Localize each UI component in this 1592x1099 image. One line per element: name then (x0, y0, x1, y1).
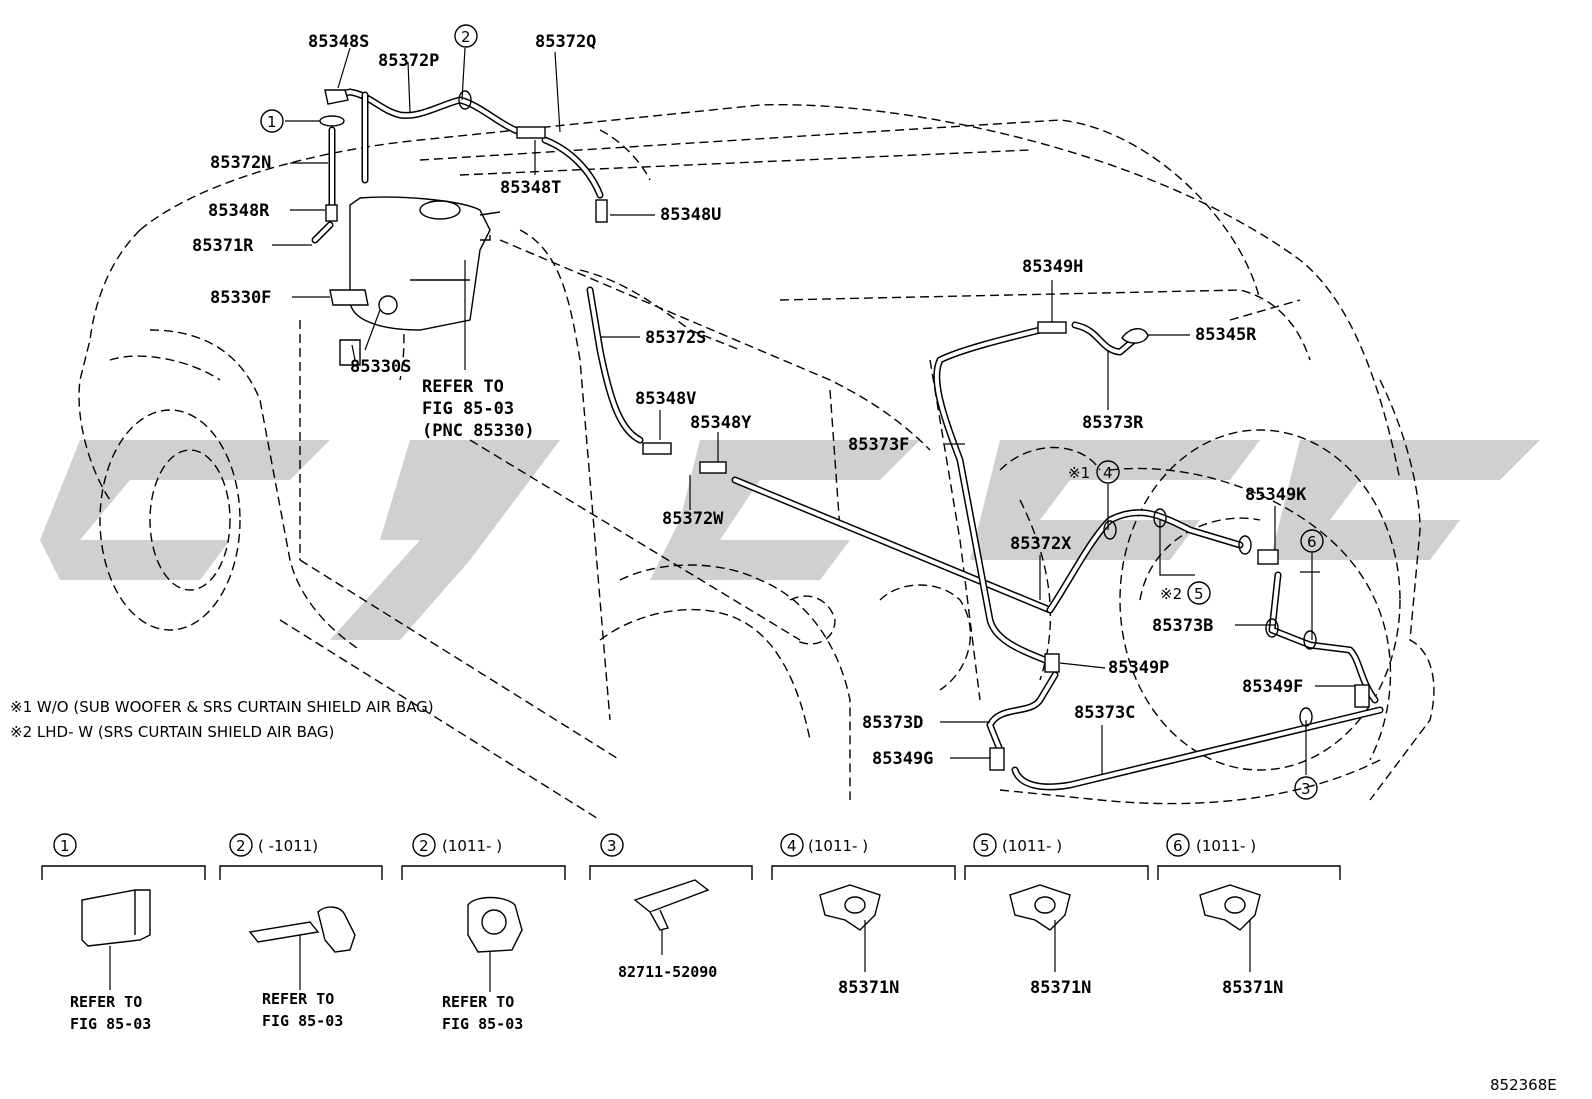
detail-box-5: 5 (1011- ) 85371N (964, 833, 1149, 998)
front-wheel (99, 409, 241, 631)
detail-2a-label-2: FIG 85-03 (262, 1012, 343, 1030)
detail-4-range: (1011- ) (808, 837, 868, 855)
joint-connectors (319, 89, 1370, 771)
label-85372P: 85372P (378, 51, 439, 71)
detail-box-4: 4 (1011- ) 85371N (771, 833, 956, 998)
detail-6-num: 6 (1173, 837, 1183, 855)
label-85348T: 85348T (500, 178, 561, 198)
callout-3: 3 (1301, 780, 1311, 798)
callouts: 1 2 3 4 5 6 ※1 ※2 (260, 24, 1324, 800)
label-85349H: 85349H (1022, 257, 1083, 277)
detail-3-label: 82711-52090 (618, 963, 717, 981)
label-85373D: 85373D (862, 713, 923, 733)
label-85349K: 85349K (1245, 485, 1307, 505)
detail-1-label-2: FIG 85-03 (70, 1015, 151, 1033)
detail-5-range: (1011- ) (1002, 837, 1062, 855)
washer-tank (329, 196, 501, 366)
label-85373C: 85373C (1074, 703, 1135, 723)
label-85373R: 85373R (1082, 413, 1144, 433)
label-85348Y: 85348Y (690, 413, 752, 433)
refer-line-2: FIG 85-03 (422, 399, 514, 419)
detail-box-2a: 2 ( -1011) REFER TO FIG 85-03 (219, 833, 383, 1030)
label-85345R: 85345R (1195, 325, 1257, 345)
detail-2b-label-1: REFER TO (442, 993, 514, 1011)
footnotes: ※1 W/O (SUB WOOFER & SRS CURTAIN SHIELD … (10, 698, 434, 741)
detail-6-range: (1011- ) (1196, 837, 1256, 855)
detail-2a-label-1: REFER TO (262, 990, 334, 1008)
label-85372X: 85372X (1010, 534, 1072, 554)
label-85330S: 85330S (350, 357, 411, 377)
label-85349P: 85349P (1108, 658, 1169, 678)
detail-4-label: 85371N (838, 978, 899, 998)
refer-line-3: (PNC 85330) (422, 421, 535, 441)
footnote-2: ※2 LHD- W (SRS CURTAIN SHIELD AIR BAG) (10, 723, 334, 741)
leader-lines (272, 47, 1355, 775)
label-85372S: 85372S (645, 328, 706, 348)
detail-2b-label-2: FIG 85-03 (442, 1015, 523, 1033)
label-85372W: 85372W (662, 509, 724, 529)
label-85348V: 85348V (635, 389, 696, 409)
detail-6-label: 85371N (1222, 978, 1283, 998)
label-85373B: 85373B (1152, 616, 1213, 636)
label-85372N: 85372N (210, 153, 271, 173)
label-85371R: 85371R (192, 236, 254, 256)
detail-3-num: 3 (607, 837, 617, 855)
label-85330F: 85330F (210, 288, 271, 308)
detail-5-label: 85371N (1030, 978, 1091, 998)
detail-2a-range: ( -1011) (258, 837, 318, 855)
detail-1-num: 1 (60, 837, 70, 855)
refer-line-1: REFER TO (422, 377, 504, 397)
detail-5-num: 5 (980, 837, 990, 855)
callout-star-2: ※2 (1160, 585, 1182, 603)
detail-2b-range: (1011- ) (442, 837, 502, 855)
detail-1-label-1: REFER TO (70, 993, 142, 1011)
clip-rings (458, 90, 1317, 727)
part-labels: 85348S 85372P 85372Q 85372N 85348T 85348… (192, 32, 1307, 769)
callout-6: 6 (1307, 533, 1317, 551)
callout-star-1: ※1 (1068, 464, 1090, 482)
callout-4: 4 (1103, 464, 1113, 482)
detail-4-num: 4 (787, 837, 797, 855)
figure-id: 852368E (1490, 1076, 1557, 1094)
detail-box-2b: 2 (1011- ) REFER TO FIG 85-03 (401, 833, 566, 1033)
label-85348R: 85348R (208, 201, 270, 221)
label-85348S: 85348S (308, 32, 369, 52)
label-85348U: 85348U (660, 205, 721, 225)
detail-2a-num: 2 (236, 837, 246, 855)
callout-2: 2 (461, 28, 471, 46)
callout-1: 1 (267, 113, 277, 131)
footnote-1: ※1 W/O (SUB WOOFER & SRS CURTAIN SHIELD … (10, 698, 434, 716)
label-85349F: 85349F (1242, 677, 1303, 697)
washer-hoses (311, 88, 1384, 791)
spare-wheel (1119, 429, 1401, 771)
label-85349G: 85349G (872, 749, 933, 769)
detail-box-1: 1 REFER TO FIG 85-03 (41, 833, 206, 1033)
label-85373F: 85373F (848, 435, 909, 455)
callout-5: 5 (1194, 585, 1204, 603)
detail-box-6: 6 (1011- ) 85371N (1157, 833, 1341, 998)
detail-box-3: 3 82711-52090 (589, 833, 753, 981)
vehicle-outline (78, 103, 1435, 821)
detail-2b-num: 2 (419, 837, 429, 855)
label-85372Q: 85372Q (535, 32, 596, 52)
